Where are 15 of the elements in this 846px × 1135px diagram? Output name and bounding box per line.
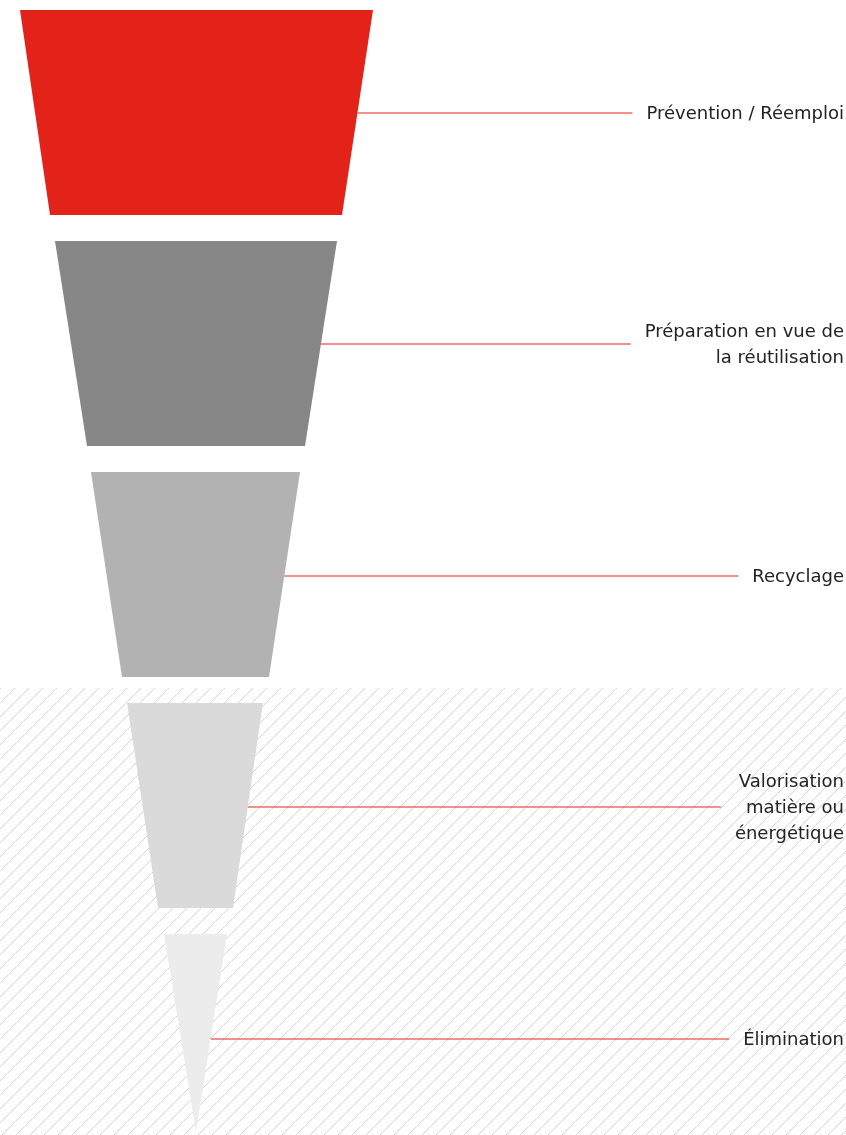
- funnel-segment: [20, 10, 373, 215]
- level-label: Valorisation matière ou énergétique: [704, 768, 844, 846]
- leader-line: [283, 575, 739, 577]
- funnel-segment: [55, 241, 337, 446]
- level-label: Prévention / Réemploi: [594, 100, 844, 126]
- leader-line: [320, 343, 632, 345]
- funnel-segment: [91, 472, 300, 677]
- leader-line: [247, 806, 722, 808]
- funnel-segment: [127, 703, 263, 908]
- leader-line: [209, 1038, 730, 1040]
- funnel-tip: [164, 934, 227, 1132]
- leader-line: [356, 112, 634, 114]
- level-label: Élimination: [714, 1026, 844, 1052]
- level-label: Préparation en vue de la réutilisation: [624, 318, 844, 370]
- level-label: Recyclage: [724, 563, 844, 589]
